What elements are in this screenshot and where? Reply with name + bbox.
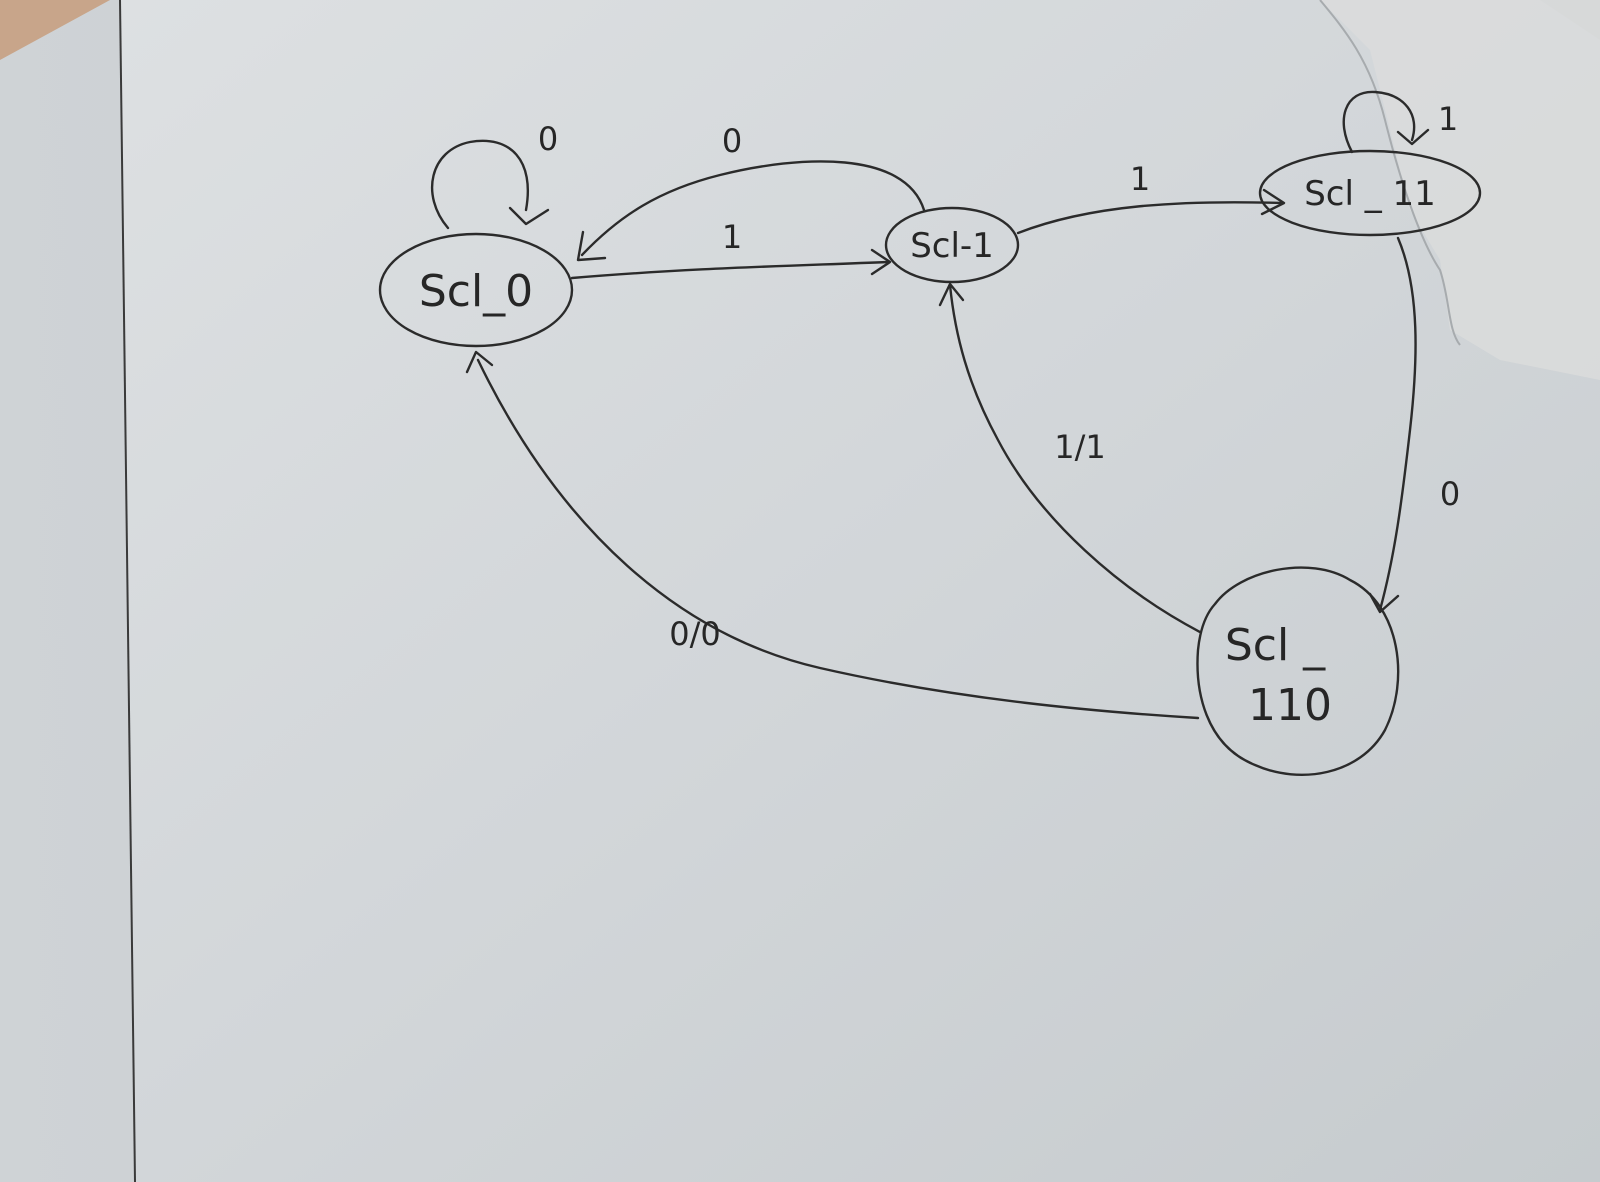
edge-scl0-self-loop: 0 [431,120,558,230]
edge-scl11-scl110-label: 0 [1440,475,1460,513]
state-scl-1: Scl-1 [884,206,1020,284]
state-scl-110: Scl _ 110 [1196,566,1400,776]
state-scl-110-label-line2: 110 [1248,680,1332,731]
state-scl-1-label: Scl-1 [910,226,994,266]
edge-scl0-self-label: 0 [538,120,558,158]
edge-scl11-self-label: 1 [1438,100,1458,138]
state-scl-0: Scl_0 [378,232,574,348]
state-scl-11-label: Scl _ 11 [1304,174,1436,214]
edge-scl110-to-scl1: 1/1 [938,282,1202,634]
state-scl-11: Scl _ 11 [1258,149,1482,237]
edge-scl110-scl0-label: 0/0 [669,615,721,653]
edge-scl11-self-loop: 1 [1342,90,1458,154]
tear-edge [1319,0,1461,346]
edge-scl110-scl1-label: 1/1 [1054,428,1106,466]
edge-scl11-to-scl110: 0 [1368,236,1460,614]
edge-scl1-to-scl11: 1 [1016,160,1286,235]
edge-scl1-to-scl0: 0 [576,122,926,262]
edge-scl110-to-scl0: 0/0 [465,350,1200,720]
edge-scl0-to-scl1: 1 [570,218,892,280]
paper-sheet [120,0,1600,1182]
desk-corner [0,0,110,60]
edge-scl1-scl11-label: 1 [1130,160,1150,198]
edge-scl0-scl1-label: 1 [722,218,742,256]
edge-scl1-scl0-label: 0 [722,122,742,160]
state-scl-110-label-line1: Scl _ [1225,620,1326,671]
page-edge [119,0,136,1182]
state-scl-0-label: Scl_0 [419,266,533,317]
